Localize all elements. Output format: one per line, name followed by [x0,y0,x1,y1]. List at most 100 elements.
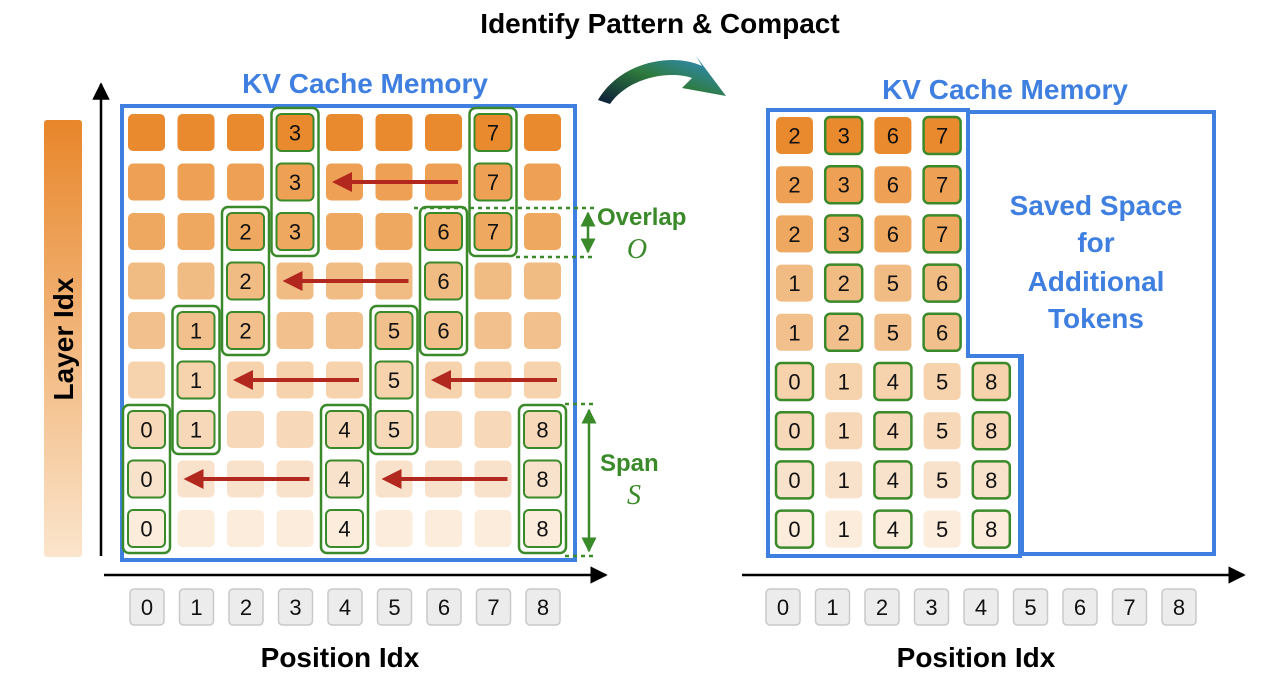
right-cell-label: 2 [838,271,850,296]
left-cell-box [177,213,215,250]
right-cell-box [922,164,962,205]
right-cell-box [923,412,961,450]
left-cell [375,510,413,547]
left-cell-labeled: 8 [523,459,562,499]
left-cell [474,262,512,300]
left-cell-label: 8 [536,517,548,542]
right-cell-box [923,461,961,499]
right-cell-label: 5 [887,271,899,296]
right-cell-label: 5 [887,320,899,345]
right-cell: 8 [971,410,1012,451]
left-cell-label: 6 [437,319,449,344]
right-cell-box [971,460,1012,500]
right-cell-box [823,263,864,303]
right-cell-label: 3 [838,173,850,198]
right-cell: 1 [825,363,863,400]
right-cell-box [922,312,962,353]
left-cell [128,213,165,250]
left-cell-box [523,509,562,548]
right-cell-label: 3 [838,124,850,149]
left-cell-labeled: 6 [424,212,463,251]
left-memory-label: KV Cache Memory [242,68,488,99]
left-cell-box [326,213,363,250]
left-cell [128,361,165,399]
left-cell-box [128,114,165,151]
left-position-tick-label: 4 [339,595,351,620]
right-cell: 7 [922,214,962,254]
right-cell: 5 [874,264,912,302]
left-position-tick-box [327,588,363,626]
left-cell [375,213,413,250]
left-cell-box [424,261,463,301]
right-cell: 2 [776,117,813,154]
left-cell [128,262,165,300]
right-cell: 5 [923,363,961,400]
right-cell-label: 1 [838,517,850,542]
left-cell-labeled: 4 [325,459,364,499]
left-cell-label: 8 [536,467,548,492]
left-position-tick-box [178,588,215,626]
left-cell-label: 3 [289,220,301,245]
left-position-tick-label: 7 [487,595,499,620]
left-cell-box [177,163,215,201]
right-cell-label: 6 [936,271,948,296]
right-cell-label: 5 [936,468,948,493]
left-cell [177,213,215,250]
left-cell-box [473,212,513,251]
left-shift-arrows [183,172,557,489]
left-cell-label: 0 [140,467,152,492]
right-position-tick: 8 [1161,588,1197,626]
left-position-tick: 2 [228,588,264,626]
left-cell-box [326,312,363,349]
left-cell [326,114,363,151]
left-cell-box [524,114,561,151]
right-cell-box [825,363,863,400]
right-cell-label: 3 [838,222,850,247]
left-cell-box [473,113,513,152]
right-cell: 4 [873,361,913,402]
left-cell-box [176,410,216,449]
left-cell-box [425,411,462,448]
left-x-axis-label: Position Idx [261,642,420,673]
right-cell: 0 [774,460,815,500]
left-group-box [517,403,568,555]
right-cell-box [922,214,962,254]
left-cell [227,510,264,547]
left-cell-labeled: 8 [523,410,562,449]
right-position-tick-box [864,588,900,626]
right-cell: 0 [774,509,815,549]
left-cell [177,163,215,201]
right-cell-box [922,115,962,156]
right-cell: 7 [922,115,962,156]
left-memory-frame [120,104,577,562]
right-cell: 5 [923,412,961,450]
left-cell-box [226,212,265,251]
left-position-tick-label: 3 [289,595,301,620]
left-cell-label: 4 [338,517,350,542]
right-cell-box [825,510,863,548]
right-cell-box [825,412,863,450]
left-cell [474,312,512,349]
left-position-tick: 1 [178,588,215,626]
left-cell-box [227,163,264,201]
left-cell-labeled: 0 [127,459,166,499]
left-cell-label: 7 [487,170,499,195]
right-cell: 4 [873,460,913,500]
right-position-tick: 7 [1111,588,1148,626]
left-cell-box [177,510,215,547]
left-cell-labeled: 3 [275,113,315,152]
left-cell-box [374,410,414,449]
left-cell-box [276,312,314,349]
right-cell-label: 2 [788,124,800,149]
left-cell-labeled: 3 [275,212,315,251]
right-cell-box [776,215,813,253]
left-position-tick-box [475,588,512,626]
right-cell: 2 [823,263,864,303]
right-cell-box [971,410,1012,451]
left-cell-label: 2 [239,220,251,245]
left-cell-box [425,114,462,151]
right-cell-label: 2 [788,173,800,198]
left-cell-labeled: 2 [226,261,265,301]
right-cell-label: 5 [936,419,948,444]
